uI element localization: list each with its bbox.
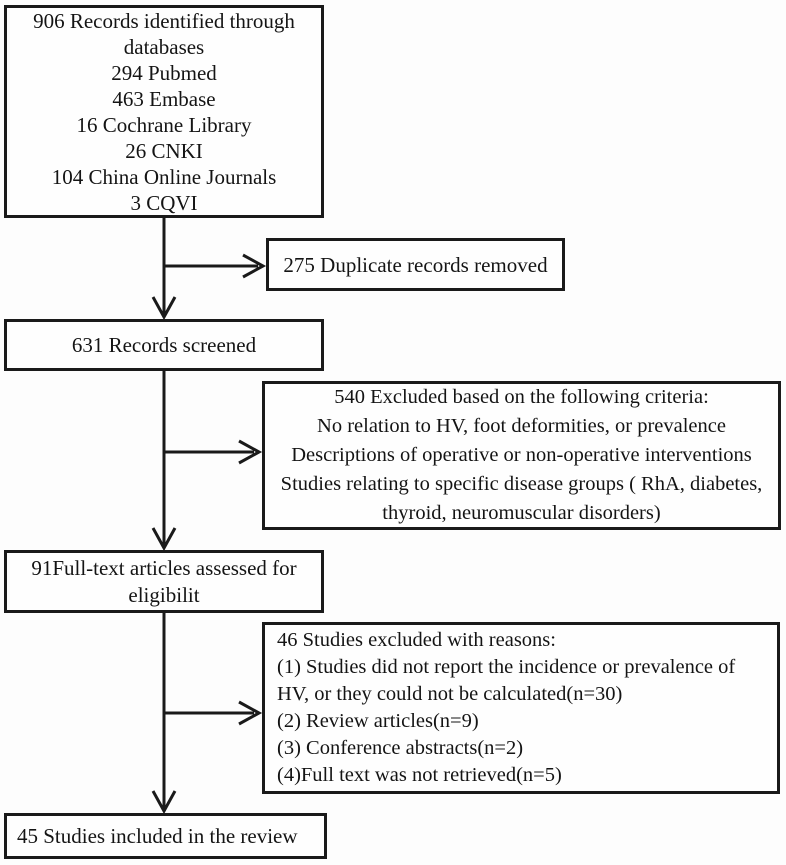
box-line: 16 Cochrane Library [76, 112, 252, 137]
arrowhead-right-icon [238, 700, 263, 726]
box-line: Descriptions of operative or non-operati… [291, 444, 752, 466]
box-line: (2) Review articles(n=9) [277, 710, 479, 732]
box-line: Studies relating to specific disease gro… [280, 473, 763, 495]
box-line: 631 Records screened [71, 333, 257, 357]
box-duplicates-removed: 275 Duplicate records removed [266, 238, 565, 291]
box-line: thyroid, neuromuscular disorders) [382, 502, 661, 524]
arrowhead-down-icon [151, 296, 177, 321]
box-line: (1) Studies did not report the incidence… [277, 656, 736, 678]
box-line: HV, or they could not be calculated(n=30… [277, 683, 623, 705]
box-line: (3) Conference abstracts(n=2) [277, 737, 524, 759]
arrowhead-right-icon [238, 439, 263, 465]
box-line: 3 CQVI [130, 190, 198, 215]
box-studies-included: 45 Studies included in the review [4, 813, 327, 859]
box-line: 91Full-text articles assessed for [31, 555, 297, 580]
box-line: 463 Embase [112, 86, 216, 111]
box-line: (4)Full text was not retrieved(n=5) [277, 764, 562, 786]
box-line: No relation to HV, foot deformities, or … [317, 415, 726, 437]
box-fulltext-assessed: 91Full-text articles assessed for eligib… [4, 550, 324, 613]
box-line: eligibilit [128, 582, 200, 607]
box-line: 45 Studies included in the review [17, 824, 298, 848]
arrowhead-down-icon [151, 790, 177, 815]
box-line: databases [123, 34, 205, 59]
box-excluded-with-reasons: 46 Studies excluded with reasons: (1) St… [262, 622, 780, 794]
box-records-screened: 631 Records screened [4, 319, 324, 371]
box-line: 540 Excluded based on the following crit… [334, 386, 709, 408]
box-line: 906 Records identified through [33, 8, 295, 33]
arrowhead-down-icon [151, 527, 177, 552]
box-line: 104 China Online Journals [51, 164, 277, 189]
box-records-identified: 906 Records identified through databases… [4, 5, 324, 218]
arrowhead-right-icon [242, 253, 267, 279]
box-excluded-screening: 540 Excluded based on the following crit… [262, 381, 781, 530]
box-line: 26 CNKI [125, 138, 203, 163]
box-line: 275 Duplicate records removed [283, 252, 548, 277]
box-line: 46 Studies excluded with reasons: [277, 629, 556, 651]
box-line: 294 Pubmed [111, 60, 217, 85]
